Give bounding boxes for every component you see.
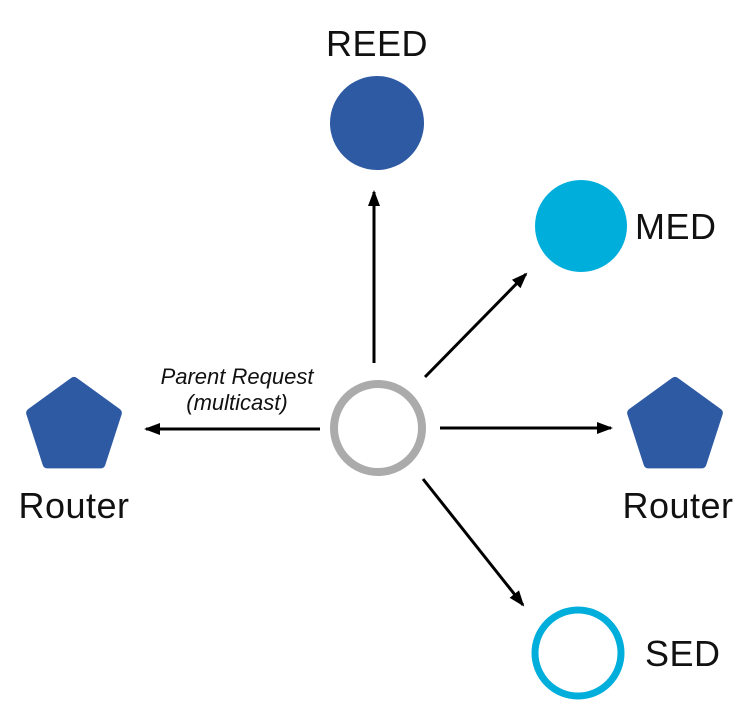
router-left-pentagon [26, 377, 122, 469]
reed-label: REED [326, 23, 428, 64]
multicast-arrows [144, 190, 613, 607]
reed-node-circle [330, 76, 424, 170]
router-right-pentagon [627, 377, 723, 469]
arrow-to-sed [421, 478, 525, 607]
med-label: MED [635, 206, 717, 247]
sed-label: SED [645, 633, 721, 674]
annotation-line2: (multicast) [186, 390, 287, 415]
router-left-label: Router [18, 485, 129, 526]
arrow-to-med [423, 272, 528, 379]
annotation-line1: Parent Request [161, 364, 315, 389]
parent-request-annotation: Parent Request (multicast) [161, 364, 315, 415]
med-node-circle [535, 180, 627, 272]
center-node-circle [330, 380, 426, 476]
router-right-label: Router [622, 485, 733, 526]
sed-node-circle [531, 606, 625, 700]
